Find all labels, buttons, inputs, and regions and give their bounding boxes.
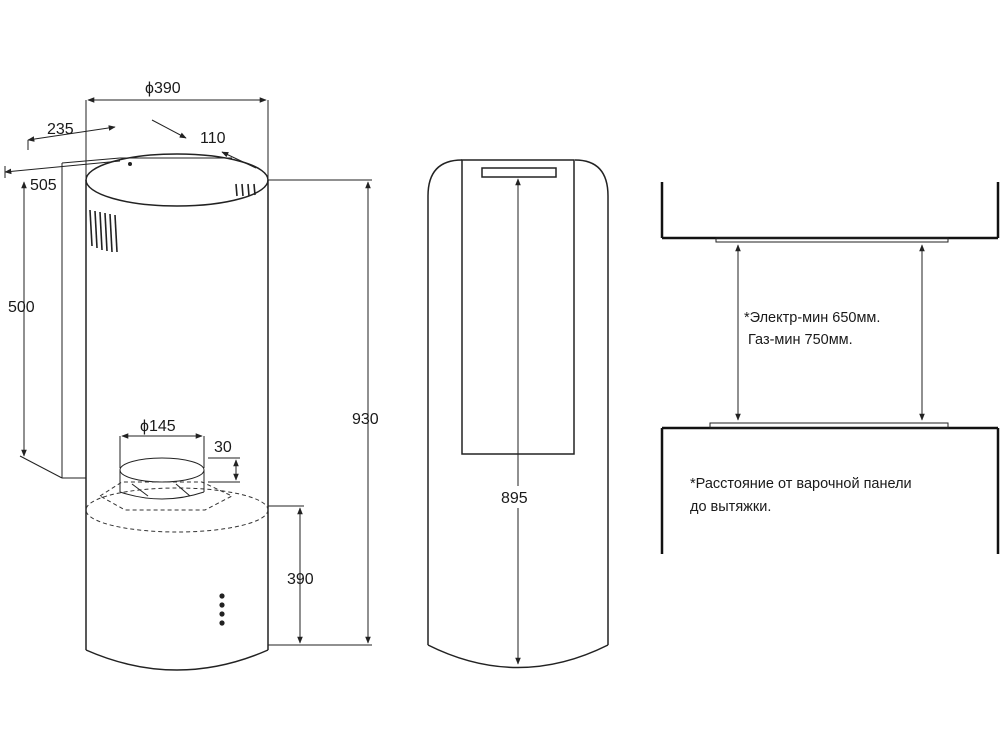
dim-lower-height: 390 (287, 571, 314, 588)
min-distance-electric: *Электр-мин 650мм. (744, 310, 880, 326)
dim-outlet-diameter: ϕ145 (140, 418, 176, 435)
min-distance-gas: Газ-мин 750мм. (748, 332, 853, 348)
screw-hole (128, 162, 132, 166)
dim-outlet-height: 30 (214, 439, 232, 456)
filter-level (85, 487, 269, 533)
hood-front-view: 895 (427, 159, 609, 669)
control-buttons (219, 593, 225, 626)
distance-caption-line1: *Расстояние от варочной панели (690, 476, 912, 492)
hood-bottom-plate (715, 237, 949, 243)
dim-height-500: 500 (8, 299, 35, 316)
installation-diagram: *Электр-мин 650мм. Газ-мин 750мм. *Расст… (660, 182, 1000, 554)
dim-depth: 235 (47, 121, 74, 138)
front-bottom-edge (427, 644, 609, 669)
vent-slats (89, 183, 256, 253)
cooktop-surface (709, 422, 949, 429)
dim-diameter-top: ϕ390 (145, 80, 181, 97)
dim-offset: 110 (200, 130, 226, 147)
outlet-collar (99, 457, 234, 511)
dim-total-height: 930 (352, 411, 379, 428)
dim-panel-height: 895 (501, 490, 528, 507)
distance-caption-line2: до вытяжки. (690, 499, 771, 515)
panel-slot (481, 167, 557, 178)
dim-width: 505 (30, 177, 57, 194)
hood-side-view: ϕ390 235 110 505 500 ϕ145 30 930 (4, 80, 379, 671)
bottom-edge (85, 649, 269, 671)
